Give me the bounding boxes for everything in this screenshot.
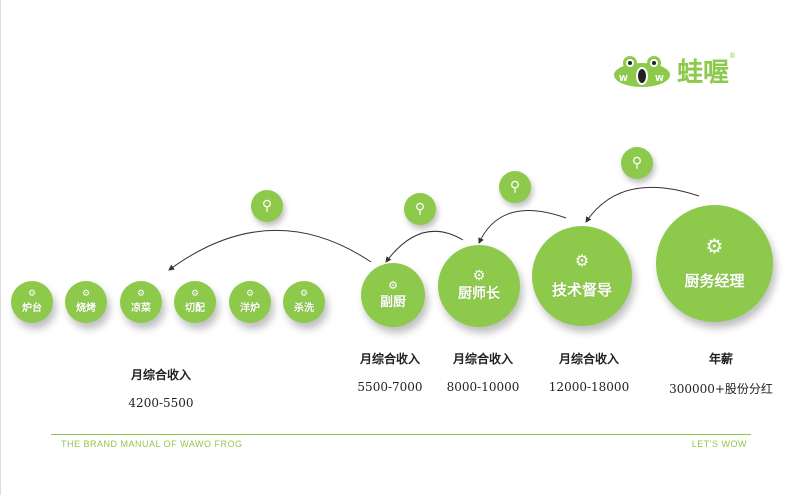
role-label: 烧烤 [76,303,96,314]
search-icon: ⚲ [499,171,531,203]
database-gear-icon: ⚙ [190,289,200,299]
database-gear-icon: ⚙ [136,289,146,299]
arrow [168,230,372,271]
arrow [585,186,700,223]
role-label: 厨务经理 [684,272,745,290]
footer-right: LET'S WOW [691,439,747,449]
database-gear-icon: ⚙ [574,250,590,270]
income-range: 8000-10000 [446,380,520,394]
database-gear-icon: ⚙ [472,268,486,284]
role-circle: ⚙ 凉菜 [120,281,162,323]
income-title: 月综合收入 [359,352,420,366]
role-circle: ⚙ 厨师长 [438,245,520,327]
role-label: 副厨 [379,295,406,310]
role-circle: ⚙ 杀洗 [283,281,325,323]
database-gear-icon: ⚙ [705,234,724,258]
role-circle: ⚙ 厨务经理 [656,205,773,322]
role-circle: ⚙ 洋炉 [229,281,271,323]
role-label: 切配 [185,303,205,314]
database-gear-icon: ⚙ [27,289,37,299]
arrow [478,210,567,244]
role-circle: ⚙ 技术督导 [532,226,632,326]
registered-mark: ® [729,52,737,60]
database-gear-icon: ⚙ [299,289,309,299]
database-gear-icon: ⚙ [245,289,255,299]
income-group: 月综合收入 4200-5500 [91,366,231,410]
income-title: 月综合收入 [130,368,191,382]
income-group: 月综合收入 5500-7000 [320,350,460,394]
footer-divider [51,434,751,435]
income-group: 月综合收入 12000-18000 [519,350,659,394]
income-range: 4200-5500 [128,396,194,410]
income-range: 5500-7000 [357,380,423,394]
role-circle: ⚙ 副厨 [361,263,425,327]
footer-left: THE BRAND MANUAL OF WAWO FROG [61,439,243,449]
search-icon: ⚲ [251,190,283,222]
income-range: 12000-18000 [548,380,630,394]
role-circle: ⚙ 烧烤 [65,281,107,323]
svg-text:W: W [619,74,628,83]
role-label: 技术督导 [551,280,612,299]
role-label: 厨师长 [458,286,500,302]
income-title: 年薪 [708,352,733,366]
role-label: 凉菜 [131,303,151,314]
role-circle: ⚙ 炉台 [11,281,53,323]
database-gear-icon: ⚙ [388,279,398,292]
income-group: 年薪 300000+股份分红 [651,350,785,397]
role-label: 炉台 [22,303,42,314]
arrow [385,230,464,263]
income-group: 月综合收入 8000-10000 [413,350,553,394]
svg-text:W: W [655,74,664,83]
search-icon: ⚲ [404,193,436,225]
income-title: 月综合收入 [558,352,619,366]
brand-name: 蛙喔 [677,58,730,88]
role-label: 洋炉 [240,303,260,314]
income-title: 月综合收入 [452,352,513,366]
search-icon: ⚲ [621,147,653,179]
income-range: 300000+股份分红 [669,382,773,396]
role-label: 杀洗 [294,303,314,314]
database-gear-icon: ⚙ [81,289,91,299]
role-circle: ⚙ 切配 [174,281,216,323]
